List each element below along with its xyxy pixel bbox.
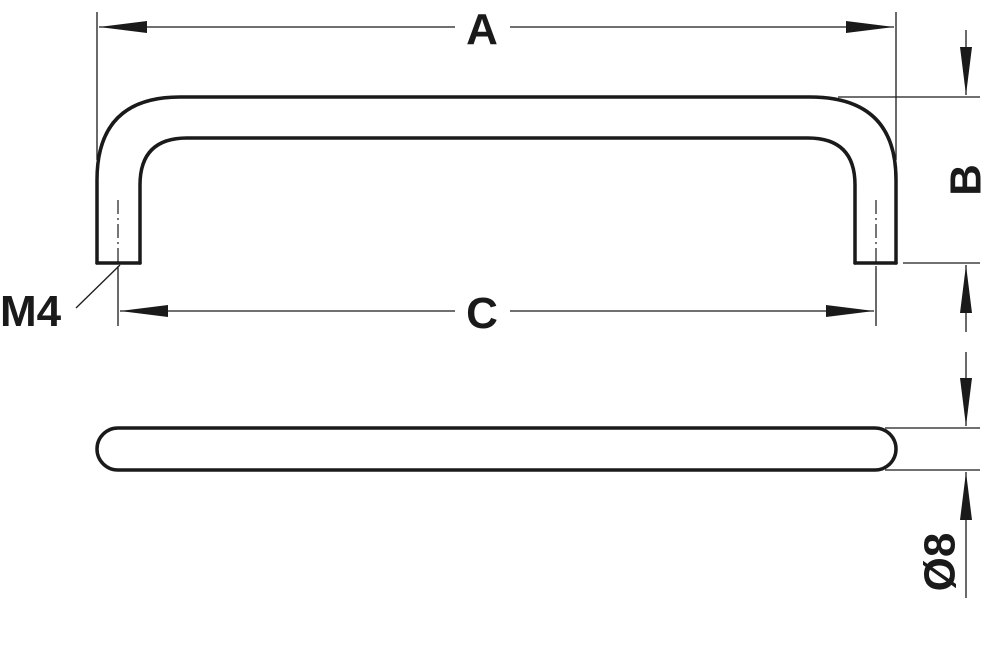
handle-side-bar xyxy=(95,426,898,472)
dim-c-arrow-left xyxy=(120,305,168,317)
m4-label: M4 xyxy=(0,287,62,336)
dimension-c: C xyxy=(117,268,877,338)
dim-b-label: B xyxy=(942,164,991,196)
dim-c-arrow-right xyxy=(826,305,874,317)
dim-b-arrow-bottom xyxy=(960,265,972,313)
dim-c-label: C xyxy=(466,289,498,338)
dim-b-arrow-top xyxy=(960,47,972,95)
dimension-b: B xyxy=(838,30,991,332)
dimension-diameter: Ø8 xyxy=(885,352,980,598)
dim-a-arrow-right xyxy=(846,21,894,33)
handle-side-view xyxy=(95,426,898,472)
handle-inner-profile xyxy=(138,136,857,265)
handle-outer-profile xyxy=(95,95,898,265)
thread-callout: M4 xyxy=(0,264,121,336)
m4-leader-line xyxy=(75,264,121,309)
dim-a-arrow-left xyxy=(99,21,147,33)
diameter-label: Ø8 xyxy=(916,533,965,592)
dimension-a: A xyxy=(96,5,897,160)
dim-a-label: A xyxy=(466,5,498,54)
dia-arrow-top xyxy=(960,378,972,426)
dia-arrow-bottom xyxy=(960,472,972,520)
handle-front-view xyxy=(95,95,898,268)
